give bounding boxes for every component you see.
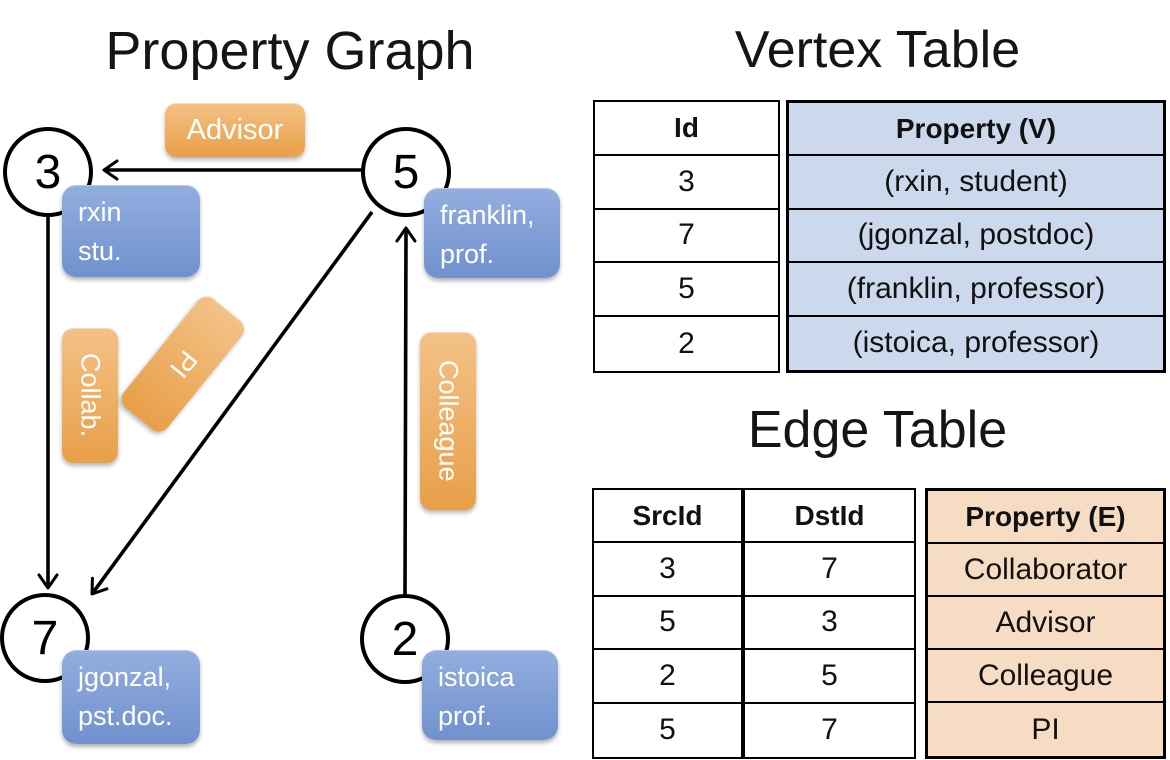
edge-table-cell: 2 <box>594 650 743 704</box>
edge-table-cell: Colleague <box>928 650 1163 703</box>
edge-table-header-srcid: SrcId <box>594 490 743 544</box>
edge-table-header-dstid: DstId <box>745 490 914 544</box>
edge-label-advisor: Advisor <box>165 103 305 157</box>
vertex-prop-line: istoica <box>438 662 515 692</box>
edge-table-srcid-column: SrcId 3 5 2 5 <box>592 488 745 759</box>
node-id-label: 3 <box>34 145 62 199</box>
node-id-label: 7 <box>31 611 59 665</box>
edge-table-cell: Collaborator <box>928 544 1163 597</box>
vertex-prop-line: rxin <box>78 197 122 227</box>
vertex-table-cell: 3 <box>595 156 778 210</box>
edge-table-cell: 5 <box>745 650 914 704</box>
vertex-prop-line: jgonzal, <box>78 662 172 692</box>
vertex-table-cell: 7 <box>595 210 778 264</box>
edge-table-header-property: Property (E) <box>928 491 1163 544</box>
vertex-table-header-property: Property (V) <box>789 103 1163 157</box>
vertex-table-id-column: Id 3 7 5 2 <box>593 100 780 373</box>
vertex-prop-box-7: jgonzal, pst.doc. <box>62 650 200 744</box>
vertex-prop-box-2: istoica prof. <box>422 650 558 740</box>
vertex-table-cell: (rxin, student) <box>789 156 1163 210</box>
edge-table-cell: 3 <box>745 597 914 651</box>
edge-table-cell: 7 <box>821 713 838 747</box>
graph-edges <box>37 159 417 597</box>
vertex-table-cell: (franklin, professor) <box>789 263 1163 317</box>
vertex-table-cell: 2 <box>678 327 695 361</box>
vertex-table-cell: (jgonzal, postdoc) <box>789 210 1163 264</box>
edge-label-text: Advisor <box>186 113 284 146</box>
vertex-prop-line: franklin, <box>440 200 535 230</box>
edge-table-cell: PI <box>1031 712 1060 746</box>
vertex-prop-line: pst.doc. <box>78 701 173 732</box>
vertex-table-cell: 5 <box>595 263 778 318</box>
vertex-prop-line: prof. <box>440 239 495 270</box>
edge-table-property-column: Property (E) Collaborator Advisor Collea… <box>925 488 1166 759</box>
edge-table-cell: Advisor <box>928 597 1163 650</box>
edge-label-text: Collab. <box>75 353 106 438</box>
edge-label-collab: Collab. <box>62 328 118 463</box>
edge-table-cell: 5 <box>594 596 743 651</box>
vertex-prop-box-5: franklin, prof. <box>424 188 560 278</box>
node-id-label: 5 <box>392 145 420 199</box>
vertex-table-title: Vertex Table <box>734 21 1021 79</box>
graph-node-2: 2 <box>360 594 450 684</box>
vertex-prop-box-3: rxin stu. <box>62 185 200 277</box>
edge-5-to-7-pi <box>90 210 374 596</box>
graph-node-5: 5 <box>361 127 451 217</box>
property-graph-title: Property Graph <box>105 21 475 81</box>
vertex-table-cell: (istoica, professor) <box>852 326 1100 360</box>
vertex-table-property-column: Property (V) (rxin, student) (jgonzal, p… <box>786 100 1166 373</box>
edge-label-text: Colleague <box>433 360 464 482</box>
edge-table-cell: 7 <box>745 543 914 597</box>
edge-label-colleague: Colleague <box>420 332 476 510</box>
edge-2-to-5-colleague <box>395 226 417 597</box>
edge-table-dstid-column: DstId 7 3 5 7 <box>745 488 916 759</box>
node-id-label: 2 <box>391 612 419 666</box>
edge-table-cell: 5 <box>594 703 743 757</box>
edge-table-title: Edge Table <box>747 401 1008 459</box>
vertex-table-header-id: Id <box>595 102 778 156</box>
edge-table-cell: 3 <box>594 543 743 597</box>
vertex-prop-line: prof. <box>438 701 493 732</box>
edge-label-text: PI <box>163 344 204 384</box>
vertex-prop-line: stu. <box>78 236 122 267</box>
